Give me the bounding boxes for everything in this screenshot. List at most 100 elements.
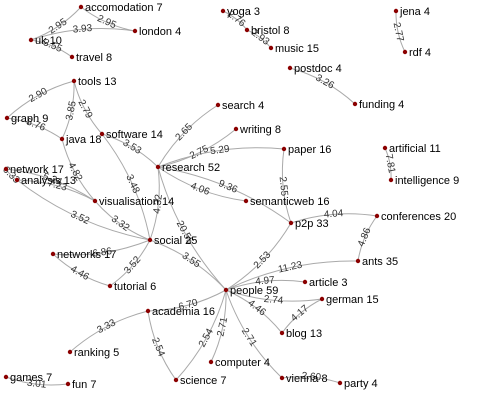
node-science: science 7: [173, 375, 226, 387]
edge-layer: [5, 6, 406, 386]
node-dot: [147, 237, 153, 243]
node-semanticweb: semanticweb 16: [243, 196, 330, 208]
node-fun: fun 7: [65, 379, 96, 391]
edge-research-semanticweb: [157, 166, 247, 202]
edge-weight-label: 2.90: [27, 86, 50, 105]
node-dot: [279, 375, 285, 381]
node-dot: [268, 45, 274, 51]
edge-weight-label: 2.55: [277, 176, 290, 197]
node-dot: [78, 4, 84, 10]
node-dot: [279, 330, 285, 336]
node-paper: paper 16: [281, 144, 331, 156]
edge-games-fun: [5, 376, 69, 386]
node-uk: uk 10: [28, 35, 62, 47]
edge-research-writing: [157, 128, 237, 168]
node-artificial: artificial 11: [382, 143, 441, 155]
edge-networks-social: [52, 239, 151, 256]
node-dot: [355, 258, 361, 264]
edge-weight-label: 9.36: [217, 178, 240, 196]
node-dot: [393, 8, 399, 14]
node-ants: ants 35: [355, 256, 398, 268]
node-label: vienna 8: [286, 373, 328, 385]
node-rdf: rdf 4: [402, 47, 431, 59]
edge-java-visualisation: [61, 138, 96, 202]
node-blog: blog 13: [279, 328, 322, 340]
node-label: networks 17: [57, 249, 116, 261]
edge-uk-london: [30, 27, 136, 41]
node-dot: [288, 220, 294, 226]
edge-jena-rdf: [395, 10, 406, 53]
edge-weight-label: 4.17: [289, 303, 311, 324]
edge-weight-label: 6.86: [92, 246, 113, 260]
node-label: accomodation 7: [85, 2, 163, 14]
node-bristol: bristol 8: [244, 25, 290, 37]
edge-weight-label: 11.23: [277, 260, 304, 276]
node-dot: [220, 8, 226, 14]
node-dot: [3, 374, 9, 380]
node-tutorial: tutorial 6: [107, 281, 156, 293]
edge-weight-label: 4.04: [323, 208, 344, 221]
node-label: computer 4: [215, 357, 270, 369]
node-label: social 25: [154, 235, 197, 247]
node-dot: [14, 177, 20, 183]
node-dot: [69, 54, 75, 60]
node-london: london 4: [132, 26, 181, 38]
node-computer: computer 4: [208, 357, 270, 369]
node-label: graph 9: [11, 113, 48, 125]
node-dot: [382, 145, 388, 151]
edge-weight-label: 4.32: [152, 193, 165, 214]
node-dot: [208, 359, 214, 365]
node-label: people 59: [230, 285, 278, 297]
edge-tools-java: [61, 80, 75, 140]
node-label: bristol 8: [251, 25, 290, 37]
edge-people-computer: [210, 289, 227, 363]
node-label: travel 8: [76, 52, 112, 64]
edge-weight-label: 3.01: [26, 378, 47, 391]
edge-weight-label: 4.97: [255, 275, 276, 288]
node-dot: [4, 115, 10, 121]
edge-analysis-social: [16, 179, 151, 241]
node-label: analysis 13: [21, 175, 76, 187]
edge-weight-label: 2.60: [301, 371, 322, 384]
edge-artificial-intelligence: [384, 147, 392, 181]
node-funding: funding 4: [352, 99, 404, 111]
node-label: science 7: [180, 375, 226, 387]
edge-weight-label: 2.75: [188, 143, 211, 162]
edge-weight-label: 2.54: [149, 336, 167, 359]
edge-weight-label: 7.23: [46, 178, 68, 194]
edge-weight-label: 3.32: [109, 214, 132, 234]
edge-weight-label: 7.81: [383, 153, 397, 175]
node-label: tools 13: [78, 76, 117, 88]
edge-weight-label: 2.79: [75, 98, 94, 121]
node-dot: [244, 27, 250, 33]
node-label: research 52: [162, 162, 220, 174]
node-label: london 4: [139, 26, 181, 38]
edge-weight-label: 4.46: [68, 264, 91, 283]
node-label: article 3: [309, 277, 348, 289]
edge-postdoc-funding: [289, 67, 356, 105]
node-postdoc: postdoc 4: [287, 63, 342, 75]
edge-people-vienna: [225, 289, 283, 379]
node-dot: [145, 308, 151, 314]
edge-people-german: [225, 289, 323, 302]
edge-german-blog: [281, 298, 323, 334]
node-label: java 18: [65, 134, 101, 146]
edge-accomodation-london: [80, 6, 136, 32]
node-label: rdf 4: [409, 47, 431, 59]
node-dot: [243, 198, 249, 204]
node-label: blog 13: [286, 328, 322, 340]
edge-bristol-music: [246, 29, 272, 49]
node-yoga: yoga 3: [220, 6, 260, 18]
node-label: music 15: [275, 43, 319, 55]
edge-tools-graph: [6, 80, 75, 119]
node-tools: tools 13: [71, 76, 117, 88]
node-network: network 17: [3, 164, 64, 176]
node-software: software 14: [99, 129, 163, 141]
edge-weight-label: 3.52: [69, 209, 92, 227]
node-dot: [132, 28, 138, 34]
edge-social-tutorial: [109, 239, 151, 287]
node-people: people 59: [223, 285, 278, 297]
